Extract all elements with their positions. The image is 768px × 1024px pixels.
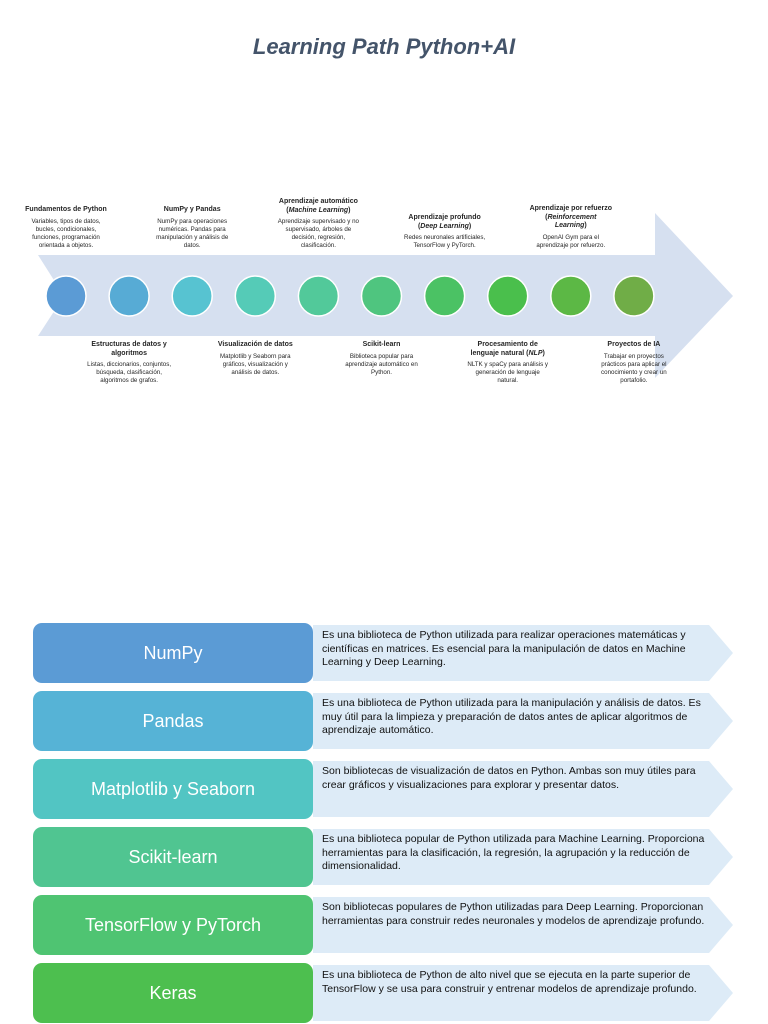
stage-circle: [297, 275, 340, 317]
library-description: Son bibliotecas populares de Python util…: [322, 901, 705, 927]
stage-circle: [486, 275, 529, 317]
stage-description: Listas, diccionarios, conjuntos, búsqued…: [87, 361, 172, 384]
library-name: Matplotlib y Seaborn: [33, 759, 313, 819]
library-row: TensorFlow y PyTorch Son bibliotecas popu…: [33, 895, 733, 955]
stage-title: Aprendizaje profundo (Deep Learning): [408, 214, 481, 230]
stage-description: NumPy para operaciones numéricas. Pandas…: [156, 217, 229, 249]
library-name: Keras: [33, 963, 313, 1023]
library-arrow: [313, 829, 733, 885]
stage-text: Aprendizaje profundo (Deep Learning) Rede…: [403, 214, 487, 250]
stage-circle: [108, 275, 150, 317]
stage-text: Aprendizaje por refuerzo (Reinforcement …: [529, 205, 613, 250]
stage-description: OpenAI Gym para el aprendizaje por refue…: [536, 233, 606, 249]
library-arrow: [313, 761, 733, 817]
library-arrow: [313, 625, 733, 681]
stage-text: Proyectos de IA Trabajar en proyectos prá…: [592, 341, 676, 385]
stage-circle: [45, 275, 87, 317]
page-title: Learning Path Python+AI: [252, 34, 516, 59]
stage-circle: [234, 275, 277, 317]
library-name: NumPy: [33, 623, 313, 683]
library-description: Es una biblioteca popular de Python util…: [322, 833, 705, 872]
stage-title: Estructuras de datos y algoritmos: [91, 341, 167, 357]
library-arrow: [313, 897, 733, 953]
stage-circle: [360, 275, 403, 317]
stage-description: NLTK y spaCy para análisis y generación …: [467, 361, 549, 384]
stage-description: Variables, tipos de datos, bucles, condi…: [31, 217, 101, 249]
stage-text: Aprendizaje automático (Machine Learning…: [276, 198, 360, 250]
stage-title: Proyectos de IA: [607, 341, 661, 348]
stage-description: Aprendizaje supervisado y no supervisado…: [277, 218, 359, 249]
stage-title-emphasis: Machine Learning: [288, 206, 349, 214]
library-row: Keras Es una biblioteca de Python de alto…: [33, 963, 733, 1023]
stage-title: Aprendizaje automático (Machine Learning…: [278, 198, 358, 214]
library-description: Son bibliotecas de visualización de dato…: [322, 765, 696, 791]
library-name: Scikit-learn: [33, 827, 313, 887]
stage-description: Trabajar en proyectos prácticos para apl…: [601, 352, 667, 384]
library-row: Matplotlib y Seaborn Son bibliotecas de v…: [33, 759, 733, 819]
library-description: Es una biblioteca de Python utilizada pa…: [322, 697, 701, 736]
library-description: Es una biblioteca de Python de alto nive…: [322, 969, 697, 995]
stage-text: Procesamiento de lenguaje natural (NLP)N…: [466, 341, 550, 385]
stage-title-emphasis: NLP: [528, 349, 543, 357]
stage-title-emphasis: Deep Learning: [420, 222, 469, 230]
stage-title: Scikit-learn: [362, 341, 401, 348]
stage-description: Redes neuronales artificiales, TensorFlo…: [404, 234, 486, 249]
library-name: TensorFlow y PyTorch: [33, 895, 313, 955]
library-description: Es una biblioteca de Python utilizada pa…: [322, 629, 686, 668]
stage-title: NumPy y Pandas: [163, 206, 221, 213]
library-name: Pandas: [33, 691, 313, 751]
stage-circle: [171, 275, 213, 317]
stage-description: Matplotlib y Seaborn para gráficos, visu…: [220, 352, 291, 376]
library-arrow: [313, 965, 733, 1021]
stage-title: Procesamiento de lenguaje natural (NLP): [470, 341, 545, 357]
stage-title: Fundamentos de Python: [25, 206, 107, 213]
stage-title: Visualización de datos: [217, 341, 293, 348]
library-arrow: [313, 693, 733, 749]
stage-description: Biblioteca popular para aprendizaje auto…: [345, 352, 418, 376]
stage-circle: [613, 275, 655, 317]
stage-title-emphasis: Reinforcement Learning: [547, 213, 597, 230]
stage-circle: [423, 275, 466, 317]
stage-circle: [550, 275, 592, 317]
stage-title: Aprendizaje por refuerzo (Reinforcement …: [529, 205, 613, 230]
